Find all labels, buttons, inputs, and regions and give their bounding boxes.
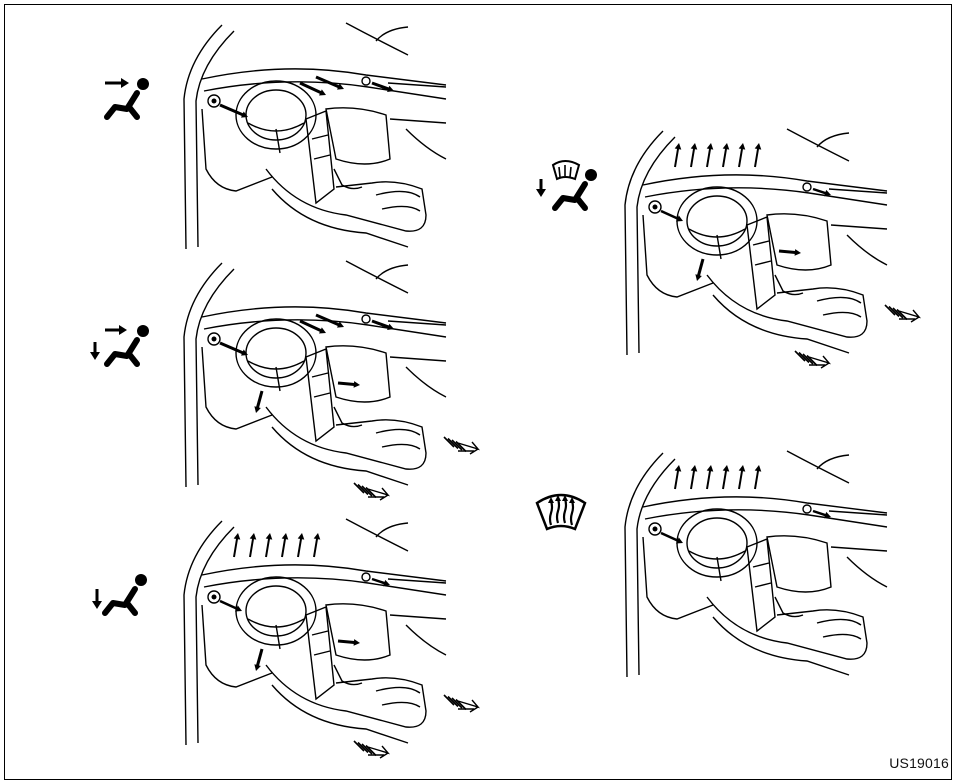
defrost-airflow-arrow xyxy=(675,147,678,167)
defrost-airflow-arrow-head xyxy=(298,533,305,540)
face-vent-icon-graphic xyxy=(99,73,155,129)
defrost-airflow-arrow-head xyxy=(282,533,289,540)
foot-icon xyxy=(91,571,151,627)
dashboard-bi-level-drawing xyxy=(176,257,476,507)
defrost-airflow-arrow-head xyxy=(675,143,682,150)
defrost-airflow-arrow-head xyxy=(723,465,730,472)
dashboard-outline xyxy=(184,261,446,487)
face-vent-icon xyxy=(99,73,155,129)
foot-mode-panel xyxy=(176,515,506,777)
dashboard-defrost-drawing xyxy=(617,447,947,657)
defrost-airflow-arrow-head xyxy=(234,533,241,540)
defrost-mode-panel xyxy=(617,447,947,657)
side-airflow-arrow-right xyxy=(813,511,827,516)
foot-defrost-icon xyxy=(535,155,601,217)
defrost-airflow-arrow-head xyxy=(691,143,698,150)
defrost-airflow-arrow xyxy=(675,469,678,489)
foot-airflow-arrow-center-head xyxy=(354,381,360,388)
defrost-airflow-arrow-head xyxy=(250,533,257,540)
defrost-airflow-arrow xyxy=(707,469,710,489)
bi-level-icon xyxy=(89,320,155,376)
dashboard-foot-drawing xyxy=(176,515,506,777)
bi-level-mode-panel xyxy=(176,257,476,507)
defrost-airflow-arrow xyxy=(266,537,269,557)
defrost-airflow-arrow-head xyxy=(739,143,746,150)
face-airflow-arrow-center-left xyxy=(300,83,322,93)
rear-foot-airflow-arrow-upper xyxy=(885,305,919,322)
side-airflow-arrow-left xyxy=(661,211,679,219)
rear-foot-airflow-arrow-lower xyxy=(795,351,829,368)
defrost-airflow-arrow xyxy=(250,537,253,557)
defrost-icon-graphic xyxy=(533,489,589,535)
face-airflow-arrow-left xyxy=(220,343,244,353)
foot-airflow-arrow-center xyxy=(338,641,356,643)
foot-airflow-arrow-center-head xyxy=(795,249,801,256)
foot-airflow-arrow-front-head xyxy=(254,664,260,671)
defrost-airflow-arrow xyxy=(691,147,694,167)
rear-foot-airflow-arrow-lower xyxy=(354,483,388,500)
defrost-airflow-arrow xyxy=(298,537,301,557)
foot-defrost-mode-panel xyxy=(617,125,947,387)
defrost-airflow-arrow xyxy=(234,537,237,557)
defrost-airflow-arrow-head xyxy=(675,465,682,472)
foot-airflow-arrow-front-head xyxy=(695,274,701,281)
side-airflow-arrow-right xyxy=(372,579,386,584)
figure-frame: US19016 xyxy=(4,4,952,780)
foot-airflow-arrow-center xyxy=(779,251,797,253)
face-mode-panel xyxy=(176,19,476,259)
defrost-airflow-arrow xyxy=(723,147,726,167)
foot-airflow-arrow-center-head xyxy=(354,639,360,646)
side-airflow-arrow-left xyxy=(661,533,679,541)
defrost-airflow-arrow-head xyxy=(691,465,698,472)
rear-foot-airflow-arrow-lower xyxy=(354,741,388,758)
side-airflow-arrow-left xyxy=(220,601,238,609)
side-airflow-arrow-right xyxy=(813,189,827,194)
dashboard-foot-defrost-drawing xyxy=(617,125,947,387)
foot-defrost-icon-graphic xyxy=(535,155,601,217)
rear-foot-airflow-arrow-upper xyxy=(444,695,478,712)
figure-code: US19016 xyxy=(889,755,949,771)
defrost-airflow-arrow-head xyxy=(723,143,730,150)
dashboard-face-drawing xyxy=(176,19,476,259)
defrost-airflow-arrow xyxy=(282,537,285,557)
foot-airflow-arrow-center xyxy=(338,383,356,385)
bi-level-icon-graphic xyxy=(89,320,155,376)
defrost-airflow-arrow-head xyxy=(707,465,714,472)
dashboard-outline xyxy=(184,23,446,249)
defrost-airflow-arrow xyxy=(755,469,758,489)
foot-airflow-arrow-front xyxy=(257,649,262,667)
foot-airflow-arrow-front-head xyxy=(254,406,260,413)
rear-foot-airflow-arrow-upper xyxy=(444,437,478,454)
defrost-airflow-arrow-head xyxy=(707,143,714,150)
defrost-airflow-arrow xyxy=(723,469,726,489)
defrost-airflow-arrow-head xyxy=(755,465,762,472)
foot-airflow-arrow-front xyxy=(698,259,703,277)
defrost-airflow-arrow xyxy=(739,469,742,489)
defrost-airflow-arrow-head xyxy=(739,465,746,472)
defrost-airflow-arrow xyxy=(707,147,710,167)
defrost-icon xyxy=(533,489,589,535)
defrost-airflow-arrow-head xyxy=(755,143,762,150)
foot-airflow-arrow-front xyxy=(257,391,262,409)
defrost-airflow-arrow xyxy=(314,537,317,557)
defrost-airflow-arrow xyxy=(691,469,694,489)
defrost-airflow-arrow xyxy=(739,147,742,167)
face-airflow-arrow-left xyxy=(220,105,244,115)
defrost-airflow-arrow-head xyxy=(266,533,273,540)
face-airflow-arrow-center-left xyxy=(300,321,322,331)
foot-icon-graphic xyxy=(91,571,151,627)
defrost-airflow-arrow-head xyxy=(314,533,321,540)
defrost-airflow-arrow xyxy=(755,147,758,167)
